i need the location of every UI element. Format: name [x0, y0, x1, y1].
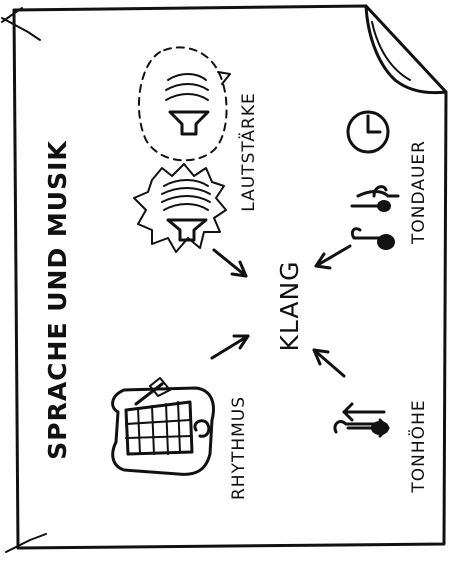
arrow-lautstaerke [212, 248, 248, 278]
paper-sheet [1, 4, 448, 553]
clock-icon [346, 110, 390, 154]
rhythmus-label: RHYTHMUS [229, 396, 249, 500]
speaker-in-thought-bubble-icon [137, 46, 231, 162]
arrow-tondauer [314, 244, 352, 270]
metronome-icon [111, 377, 215, 476]
note-short-icon [350, 227, 395, 250]
arrow-rhythmus [210, 334, 250, 360]
note-long-icon [350, 185, 400, 212]
tonhoehe-label: TONHÖHE [407, 399, 429, 493]
loud-speaker-icon [133, 163, 227, 253]
arrow-tonhoehe [312, 348, 346, 378]
center-label: KLANG [275, 260, 304, 351]
page-title: SPRACHE UND MUSIK [43, 140, 72, 460]
tondauer-label: TONDAUER [409, 140, 429, 245]
lautstaerke-label: LAUTSTÄRKE [238, 92, 259, 212]
note-icon [333, 420, 389, 435]
